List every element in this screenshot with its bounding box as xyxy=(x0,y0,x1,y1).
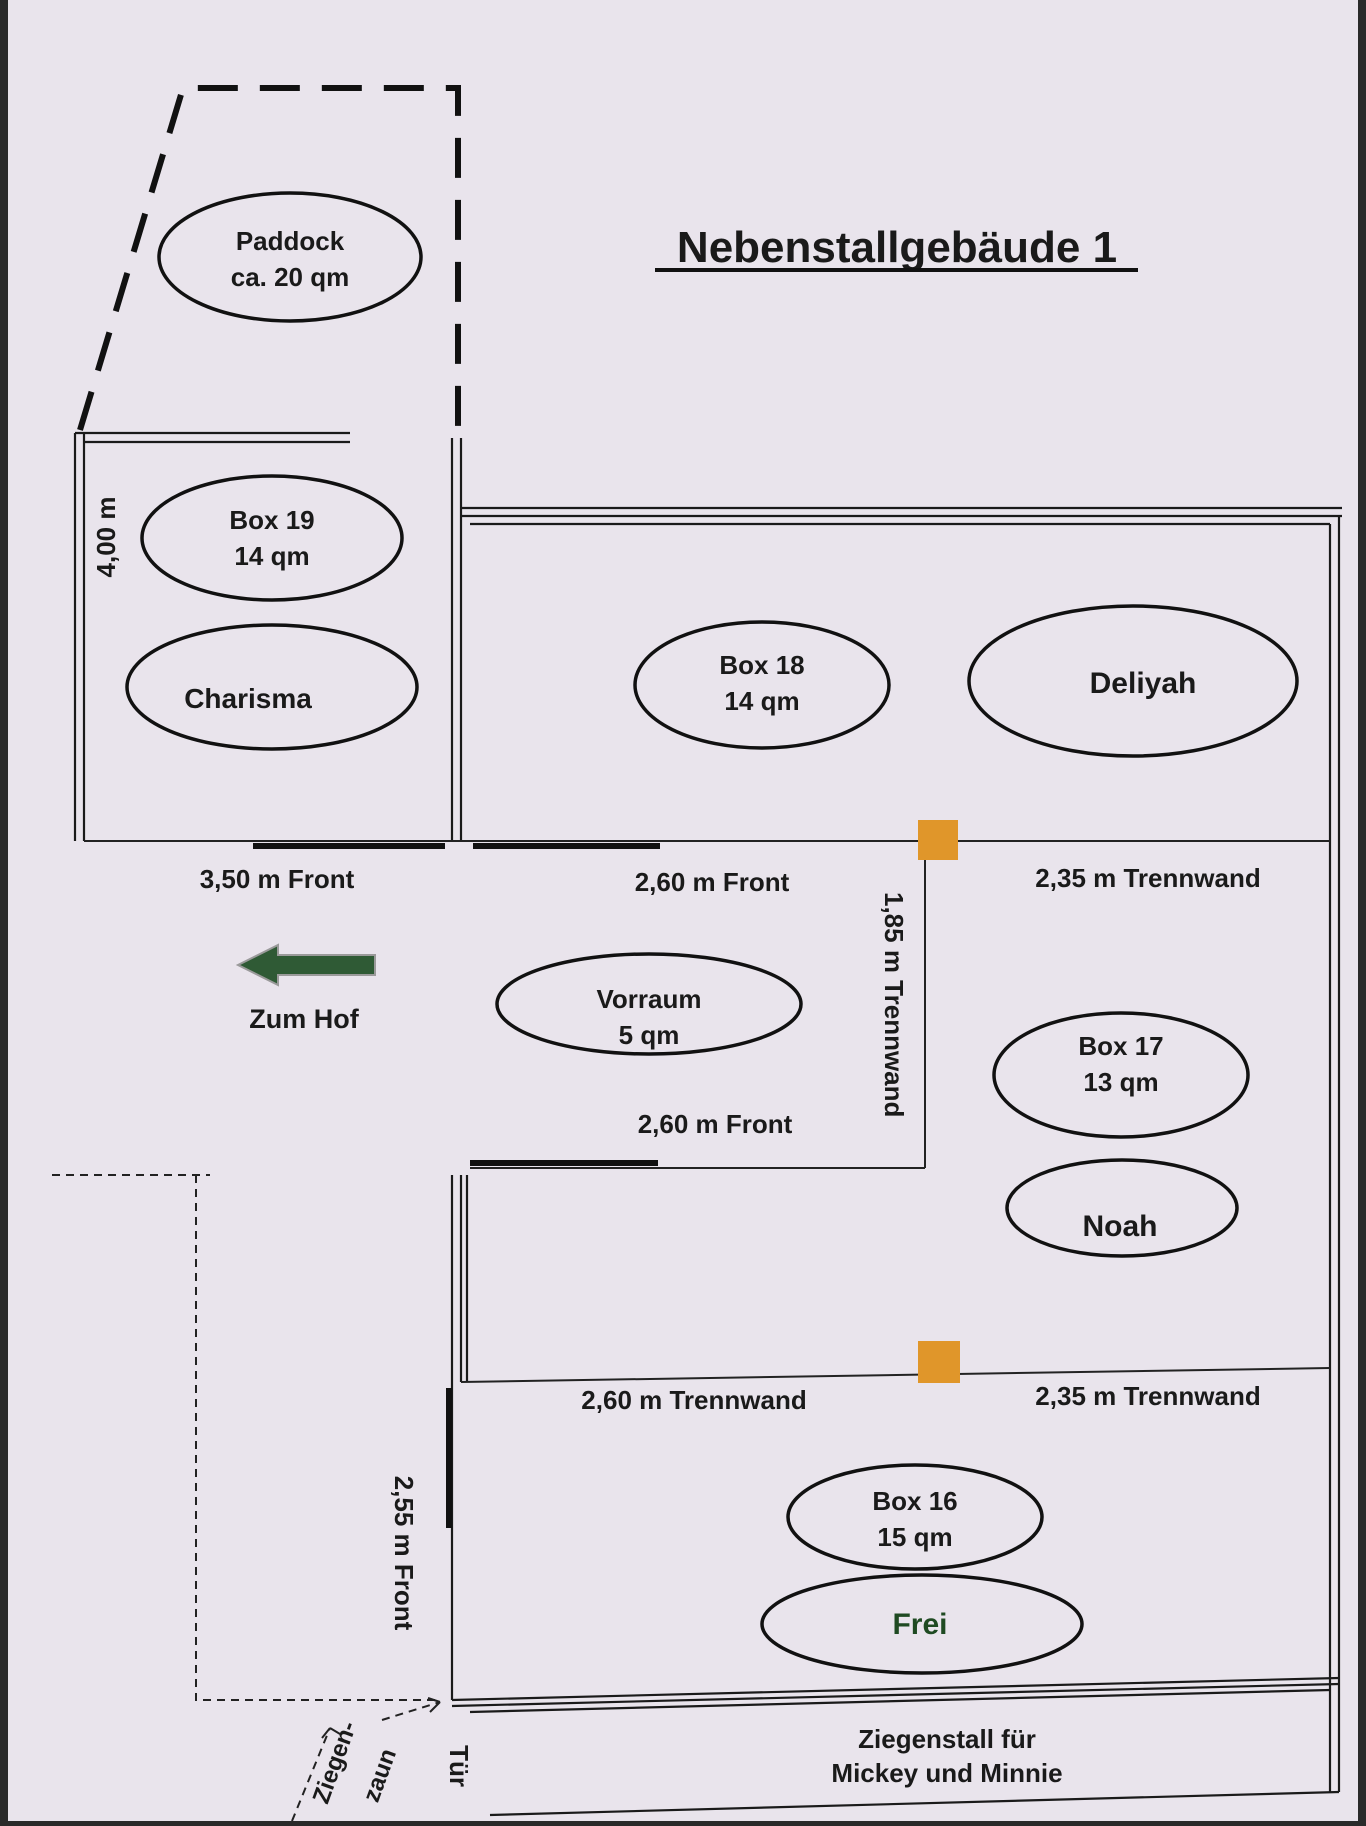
box19-front-label: 3,50 m Front xyxy=(200,864,355,894)
charisma-ellipse xyxy=(125,623,419,751)
box19-size: 14 qm xyxy=(234,541,309,571)
box16-ellipse xyxy=(786,1463,1044,1571)
box19-ellipse xyxy=(140,474,404,602)
paper xyxy=(8,0,1358,1821)
frei-name: Frei xyxy=(892,1608,947,1641)
box18-size: 14 qm xyxy=(724,686,799,716)
goat-fence xyxy=(195,1175,440,1701)
to-yard-arrow-icon xyxy=(235,943,376,987)
post-top xyxy=(918,820,958,860)
door-arrow-line xyxy=(381,1701,441,1721)
box19-depth-label: 4,00 m xyxy=(91,497,121,578)
to-yard-label: Zum Hof xyxy=(249,1004,359,1034)
goat-stable-line1: Ziegenstall für xyxy=(858,1724,1036,1754)
box17-ellipse xyxy=(992,1011,1250,1139)
paddock-ellipse xyxy=(157,191,423,323)
box16-size: 15 qm xyxy=(877,1522,952,1552)
goat-fence-arrowhead xyxy=(321,1727,341,1739)
box19-walls xyxy=(73,431,463,841)
noah-ellipse xyxy=(1005,1158,1239,1258)
box18-front-label: 2,60 m Front xyxy=(635,867,790,897)
deliyah-ellipse xyxy=(967,604,1299,758)
vorraum-ellipse xyxy=(495,952,803,1056)
box17-name: Box 17 xyxy=(1078,1031,1163,1061)
bottom-walls xyxy=(451,1676,1340,1817)
outer-walls xyxy=(461,506,1342,1792)
box17-front-label: 2,60 m Front xyxy=(638,1109,793,1139)
box17-size: 13 qm xyxy=(1083,1067,1158,1097)
goat-stable-line2: Mickey und Minnie xyxy=(831,1758,1062,1788)
box19-name: Box 19 xyxy=(229,505,314,535)
vorraum-divider-label: 1,85 m Trennwand xyxy=(879,892,909,1117)
box18-ellipse xyxy=(633,620,891,750)
paddock-name: Paddock xyxy=(236,226,345,256)
door-label: Tür xyxy=(444,1745,474,1787)
box18-divider-label: 2,35 m Trennwand xyxy=(1035,863,1260,893)
box16-divider-line xyxy=(460,1367,1331,1383)
box16-divider-left-label: 2,60 m Trennwand xyxy=(581,1385,806,1415)
box16-front-label: 2,55 m Front xyxy=(389,1476,419,1631)
vorraum-size: 5 qm xyxy=(619,1020,680,1050)
door-arrowhead xyxy=(427,1697,441,1713)
box16-name: Box 16 xyxy=(872,1486,957,1516)
plan-title: Nebenstallgebäude 1 xyxy=(677,223,1117,272)
frei-ellipse xyxy=(760,1573,1084,1675)
goat-fence-arrow-line xyxy=(291,1727,331,1822)
deliyah-name: Deliyah xyxy=(1090,667,1197,700)
post-bottom xyxy=(918,1341,960,1383)
noah-name: Noah xyxy=(1083,1210,1158,1243)
paddock-size: ca. 20 qm xyxy=(231,262,350,292)
box16-divider-right-label: 2,35 m Trennwand xyxy=(1035,1381,1260,1411)
box18-name: Box 18 xyxy=(719,650,804,680)
charisma-name: Charisma xyxy=(184,683,312,714)
vorraum-name: Vorraum xyxy=(597,984,702,1014)
